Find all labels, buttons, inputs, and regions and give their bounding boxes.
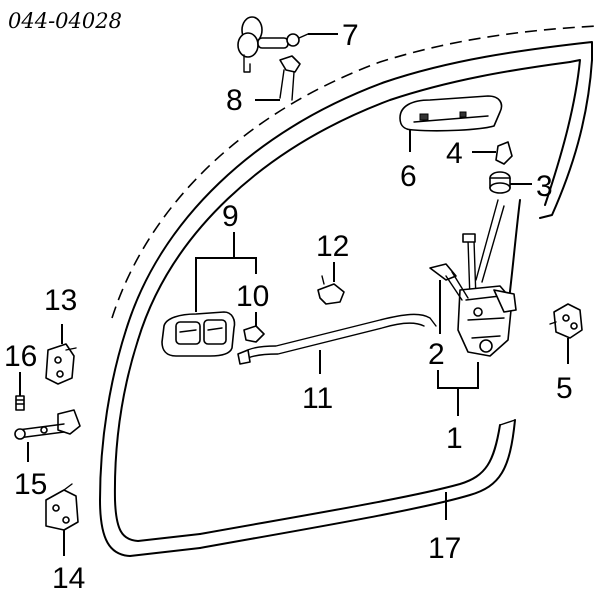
part-rod-bushing bbox=[489, 171, 511, 194]
callout-13: 13 bbox=[44, 284, 77, 317]
window-channel-front bbox=[544, 59, 581, 206]
part-lock-retainer bbox=[279, 55, 301, 101]
part-door-lock-assembly bbox=[457, 199, 517, 357]
callout-10: 10 bbox=[236, 280, 269, 313]
door-weatherstrip-outer bbox=[199, 419, 516, 549]
callout-14: 14 bbox=[52, 562, 85, 595]
part-lower-door-hinge bbox=[45, 483, 79, 531]
part-lock-link bbox=[429, 263, 469, 301]
part-lock-cylinder bbox=[237, 16, 309, 73]
callout-11: 11 bbox=[302, 382, 333, 415]
door-frame-inner-line bbox=[137, 61, 571, 341]
callout-15: 15 bbox=[14, 468, 47, 501]
part-hinge-bolt bbox=[15, 395, 25, 411]
part-code-label: 044-04028 bbox=[8, 9, 122, 33]
part-rod-clip bbox=[317, 275, 345, 305]
callout-16: 16 bbox=[4, 340, 37, 373]
door-shell-left-edge bbox=[99, 329, 201, 557]
door-frame-dashed-outline bbox=[111, 25, 599, 319]
door-weatherstrip-inner bbox=[199, 424, 501, 535]
callout-3: 3 bbox=[536, 170, 553, 203]
part-inside-door-handle bbox=[161, 311, 236, 357]
callout-1: 1 bbox=[446, 422, 463, 455]
part-outside-door-handle bbox=[399, 95, 503, 132]
callout-8: 8 bbox=[226, 84, 243, 117]
door-frame-outer-line bbox=[125, 41, 593, 331]
callout-7: 7 bbox=[342, 19, 359, 52]
part-door-striker bbox=[549, 303, 583, 339]
callout-4: 4 bbox=[446, 137, 463, 170]
door-shell-left-inner bbox=[113, 339, 201, 542]
callout-6: 6 bbox=[400, 160, 417, 193]
callout-5: 5 bbox=[556, 372, 573, 405]
window-channel-rear bbox=[539, 59, 593, 219]
part-lock-control-rod bbox=[237, 313, 437, 365]
part-door-check bbox=[14, 409, 81, 440]
weatherstrip-end-cap bbox=[499, 419, 516, 426]
part-handle-clip bbox=[495, 141, 513, 165]
callout-12: 12 bbox=[316, 230, 349, 263]
part-handle-bezel-clip bbox=[243, 325, 265, 343]
leader-9-bracket bbox=[195, 257, 257, 312]
callout-9: 9 bbox=[222, 200, 239, 233]
part-upper-door-hinge bbox=[45, 343, 77, 385]
callout-2: 2 bbox=[428, 338, 445, 371]
callout-17: 17 bbox=[428, 532, 461, 565]
